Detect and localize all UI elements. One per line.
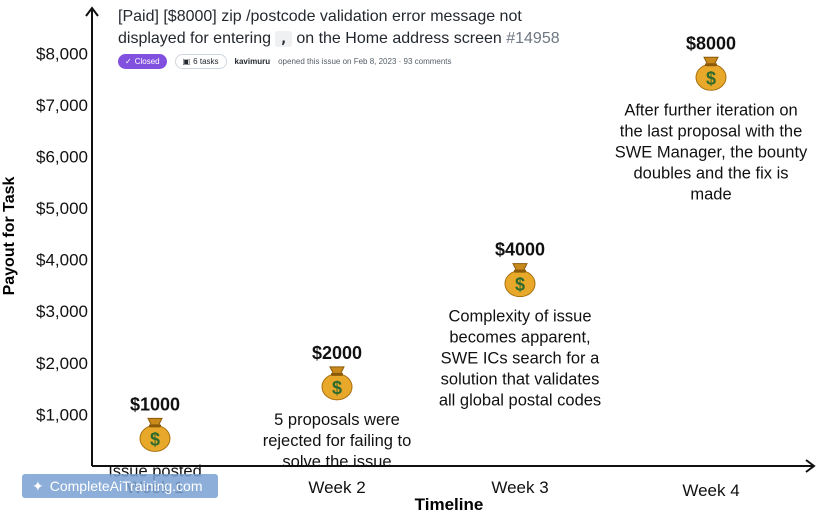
- chart-marks: $1000$Issue posted$2000$5 proposals were…: [108, 33, 808, 480]
- y-axis-label: Payout for Task: [1, 176, 18, 295]
- issue-author: kavimuru: [234, 56, 271, 66]
- chart-axes: [85, 6, 816, 473]
- svg-text:$: $: [515, 275, 525, 295]
- data-label: $4000: [495, 240, 545, 260]
- x-axis-label: Timeline: [415, 495, 484, 512]
- y-tick-label: $3,000: [36, 302, 88, 321]
- y-tick-label: $5,000: [36, 199, 88, 218]
- x-tick-label: Week 3: [491, 478, 548, 497]
- data-point: $4000 $ Complexity of issue becomes apparen…: [439, 240, 601, 410]
- tasks-label: 6 tasks: [193, 56, 219, 66]
- data-point: $2000 $5 proposals were rejected for faili…: [263, 343, 412, 471]
- annotation-line: becomes apparent,: [449, 329, 590, 347]
- annotation-line: SWE Manager, the bounty: [615, 143, 808, 161]
- x-axis-arrow: [805, 459, 816, 473]
- annotation-line: solve the issue: [282, 453, 391, 471]
- watermark-text: CompleteAiTraining.com: [49, 478, 203, 494]
- y-tick-label: $2,000: [36, 354, 88, 373]
- issue-title-code: ,: [275, 31, 292, 47]
- y-axis-arrow: [85, 6, 99, 17]
- svg-text:$: $: [332, 378, 342, 398]
- status-badge: ✓ Closed: [118, 53, 167, 69]
- x-tick-label: Week 4: [682, 481, 739, 500]
- y-tick-label: $8,000: [36, 44, 88, 63]
- y-tick-label: $1,000: [36, 405, 88, 424]
- y-tick-label: $6,000: [36, 147, 88, 166]
- annotation-line: all global postal codes: [439, 392, 601, 410]
- money-bag-icon: $: [139, 417, 171, 452]
- annotation-line: made: [690, 185, 731, 203]
- issue-title-text: [Paid] [$8000] zip /postcode validation …: [118, 8, 522, 47]
- issue-number: #14958: [506, 30, 560, 47]
- annotation-line: doubles and the fix is: [633, 164, 788, 182]
- svg-text:$: $: [706, 68, 716, 88]
- tasklist-icon: ▣: [182, 56, 191, 66]
- x-tick-label: Week 2: [308, 478, 365, 497]
- money-bag-icon: $: [321, 366, 353, 401]
- data-point: $1000$Issue posted: [108, 394, 202, 480]
- annotation-line: the last proposal with the: [620, 122, 803, 140]
- data-label: $2000: [312, 343, 362, 363]
- svg-text:$: $: [150, 429, 160, 449]
- check-circle-icon: ✓: [125, 56, 132, 66]
- annotation-line: 5 proposals were: [274, 411, 400, 429]
- y-tick-label: $4,000: [36, 251, 88, 270]
- data-point: $8000 $ After further iteration on the last…: [615, 33, 808, 203]
- annotation-line: solution that validates: [441, 371, 600, 389]
- issue-meta-text: opened this issue on Feb 8, 2023 · 93 co…: [278, 56, 452, 66]
- issue-title: [Paid] [$8000] zip /postcode validation …: [118, 6, 588, 50]
- annotation-line: After further iteration on: [624, 101, 797, 119]
- annotation-line: rejected for failing to: [263, 432, 412, 450]
- money-bag-icon: $: [695, 56, 727, 91]
- issue-title-suffix: on the Home address screen: [296, 30, 502, 47]
- status-label: Closed: [134, 56, 160, 66]
- data-label: $1000: [130, 394, 180, 414]
- tasks-badge: ▣ 6 tasks: [174, 53, 227, 69]
- y-tick-labels: $1,000 $2,000 $3,000 $4,000 $5,000 $6,000 $7,0…: [36, 44, 88, 424]
- issue-meta: ✓ Closed ▣ 6 tasks kavimuru opened this …: [118, 52, 452, 70]
- annotation-line: Complexity of issue: [448, 308, 591, 326]
- annotation-line: SWE ICs search for a: [441, 350, 600, 368]
- sparkle-icon: ✦: [32, 477, 44, 494]
- money-bag-icon: $: [504, 263, 536, 298]
- y-tick-label: $7,000: [36, 96, 88, 115]
- data-label: $8000: [686, 33, 736, 53]
- watermark: ✦ CompleteAiTraining.com: [22, 474, 218, 498]
